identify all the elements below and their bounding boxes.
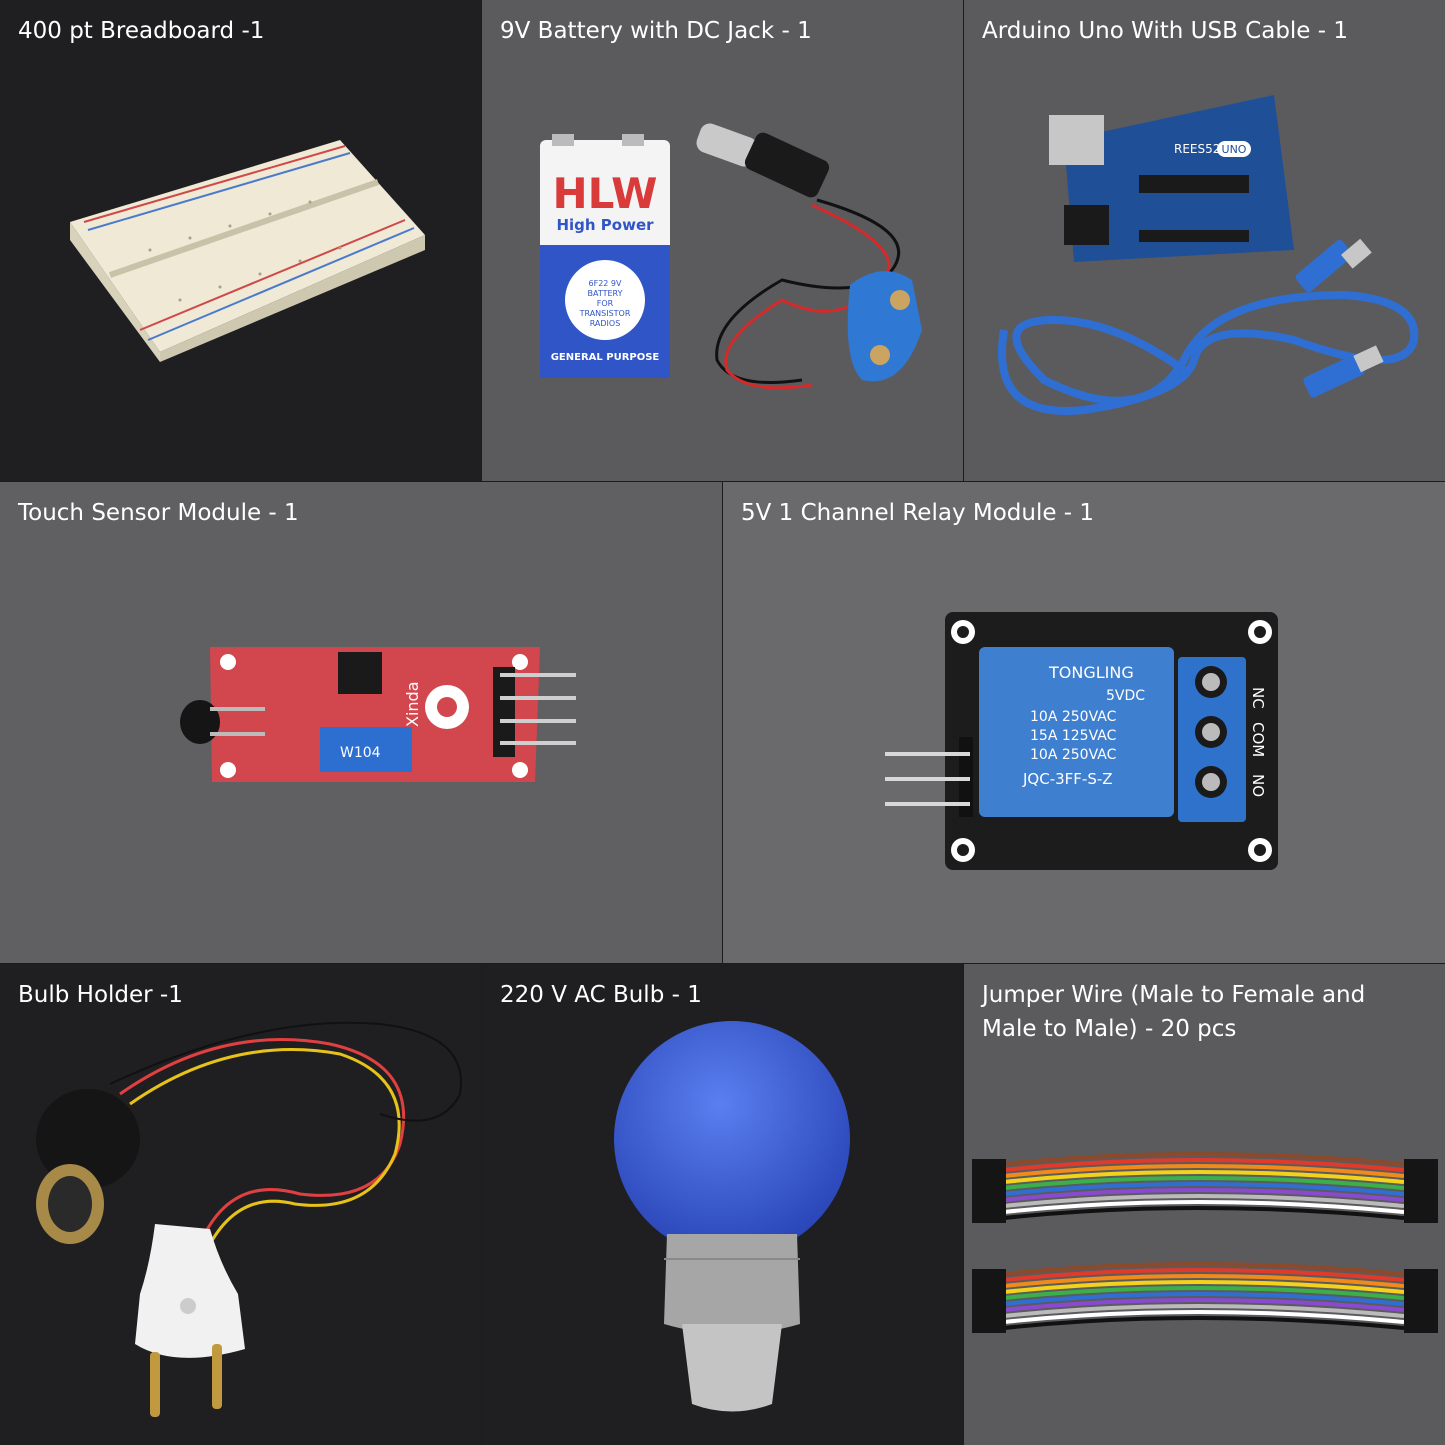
battery-sub: High Power <box>556 216 654 234</box>
bulb-panel: 220 V AC Bulb - 1 <box>482 964 963 1445</box>
battery-panel: HLW High Power 6F22 9V BATTERY FOR TRANS… <box>482 0 963 481</box>
svg-text:TONGLING: TONGLING <box>1048 663 1134 682</box>
svg-text:JQC-3FF-S-Z: JQC-3FF-S-Z <box>1022 770 1113 788</box>
svg-text:10A 250VAC: 10A 250VAC <box>1030 747 1117 763</box>
breadboard-panel: 400 pt Breadboard -1 <box>0 0 481 481</box>
board-text: REES52 <box>1174 142 1220 156</box>
pot-text: W104 <box>340 745 381 761</box>
jumper-wire-image <box>972 1152 1438 1333</box>
item-label: 9V Battery with DC Jack - 1 <box>500 18 812 44</box>
svg-text:5VDC: 5VDC <box>1106 688 1145 704</box>
battery-image: HLW High Power 6F22 9V BATTERY FOR TRANS… <box>540 123 922 390</box>
board-badge: UNO <box>1222 143 1247 156</box>
svg-text:RADIOS: RADIOS <box>590 319 621 328</box>
svg-text:NC: NC <box>1249 687 1267 709</box>
arduino-panel: REES52 UNO Arduino Uno With USB Cable - … <box>964 0 1445 481</box>
pcb-text: Xinda <box>403 681 422 727</box>
item-label: Touch Sensor Module - 1 <box>18 500 299 526</box>
touch-sensor-image: W104 Xinda <box>180 647 576 782</box>
item-label: 400 pt Breadboard -1 <box>18 18 265 44</box>
svg-text:TRANSISTOR: TRANSISTOR <box>579 309 631 318</box>
breadboard-image <box>70 140 425 362</box>
arduino-image: REES52 UNO <box>997 95 1419 415</box>
bulb-holder-image <box>36 1021 462 1417</box>
svg-text:15A 125VAC: 15A 125VAC <box>1030 728 1117 744</box>
svg-text:NO: NO <box>1249 774 1267 797</box>
item-label: Jumper Wire (Male to Female and Male to … <box>982 982 1366 1042</box>
battery-brand: HLW <box>553 169 658 218</box>
svg-text:COM: COM <box>1249 722 1267 757</box>
svg-text:10A 250VAC: 10A 250VAC <box>1030 709 1117 725</box>
item-label: Arduino Uno With USB Cable - 1 <box>982 18 1349 44</box>
jumper-wire-panel: Jumper Wire (Male to Female and Male to … <box>964 964 1445 1445</box>
bulb-image <box>614 1021 850 1412</box>
svg-text:6F22 9V: 6F22 9V <box>589 279 623 288</box>
svg-text:FOR: FOR <box>597 299 614 308</box>
svg-text:GENERAL PURPOSE: GENERAL PURPOSE <box>551 352 660 363</box>
touch-sensor-panel: W104 Xinda Touch Sensor Module - 1 <box>0 482 722 963</box>
svg-text:BATTERY: BATTERY <box>588 289 623 298</box>
item-label: Bulb Holder -1 <box>18 982 183 1008</box>
item-label: 5V 1 Channel Relay Module - 1 <box>741 500 1095 526</box>
relay-image: TONGLING 5VDC 10A 250VAC 15A 125VAC 10A … <box>885 612 1278 870</box>
bulb-holder-panel: Bulb Holder -1 <box>0 964 481 1445</box>
relay-panel: TONGLING 5VDC 10A 250VAC 15A 125VAC 10A … <box>723 482 1445 963</box>
item-label: 220 V AC Bulb - 1 <box>500 982 702 1008</box>
